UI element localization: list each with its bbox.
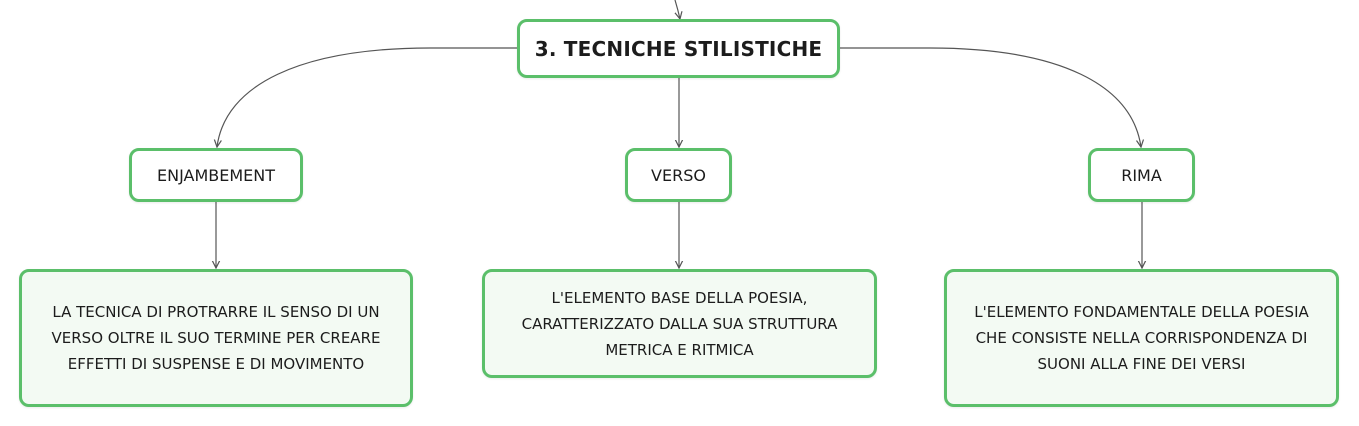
connector-root-rima — [840, 47, 1141, 147]
topic-node-enjambement[interactable]: ENJAMBEMENT — [129, 148, 303, 202]
root-node-tecniche-stilistiche[interactable]: 3. TECNICHE STILISTICHE — [517, 19, 840, 78]
detail-line: SUONI ALLA FINE DEI VERSI — [1037, 355, 1246, 373]
detail-line: EFFETTI DI SUSPENSE E DI MOVIMENTO — [67, 355, 365, 373]
detail-text-verso: L'ELEMENTO BASE DELLA POESIA, CARATTERIZ… — [522, 285, 838, 363]
topic-label-verso: VERSO — [651, 165, 706, 185]
detail-text-enjambement: LA TECNICA DI PROTRARRE IL SENSO DI UN V… — [52, 299, 381, 377]
detail-line: METRICA E RITMICA — [605, 340, 754, 359]
topic-node-rima[interactable]: RIMA — [1088, 148, 1195, 202]
detail-line: CARATTERIZZATO DALLA SUA STRUTTURA — [521, 314, 838, 333]
topic-label-enjambement: ENJAMBEMENT — [156, 165, 275, 185]
detail-line: L'ELEMENTO BASE DELLA POESIA, — [551, 288, 808, 307]
detail-node-verso[interactable]: L'ELEMENTO BASE DELLA POESIA, CARATTERIZ… — [482, 269, 877, 378]
topic-label-rima: RIMA — [1121, 165, 1162, 185]
detail-line: L'ELEMENTO FONDAMENTALE DELLA POESIA — [974, 303, 1309, 321]
connector-root-enjambement — [217, 47, 517, 147]
detail-text-rima: L'ELEMENTO FONDAMENTALE DELLA POESIA CHE… — [974, 299, 1309, 377]
detail-line: LA TECNICA DI PROTRARRE IL SENSO DI UN — [52, 303, 380, 321]
incoming-connector — [674, 0, 680, 19]
detail-line: CHE CONSISTE NELLA CORRISPONDENZA DI — [975, 329, 1308, 347]
detail-line: VERSO OLTRE IL SUO TERMINE PER CREARE — [51, 329, 381, 347]
root-node-label: 3. TECNICHE STILISTICHE — [534, 36, 823, 61]
topic-node-verso[interactable]: VERSO — [625, 148, 732, 202]
detail-node-enjambement[interactable]: LA TECNICA DI PROTRARRE IL SENSO DI UN V… — [19, 269, 413, 407]
detail-node-rima[interactable]: L'ELEMENTO FONDAMENTALE DELLA POESIA CHE… — [944, 269, 1339, 407]
